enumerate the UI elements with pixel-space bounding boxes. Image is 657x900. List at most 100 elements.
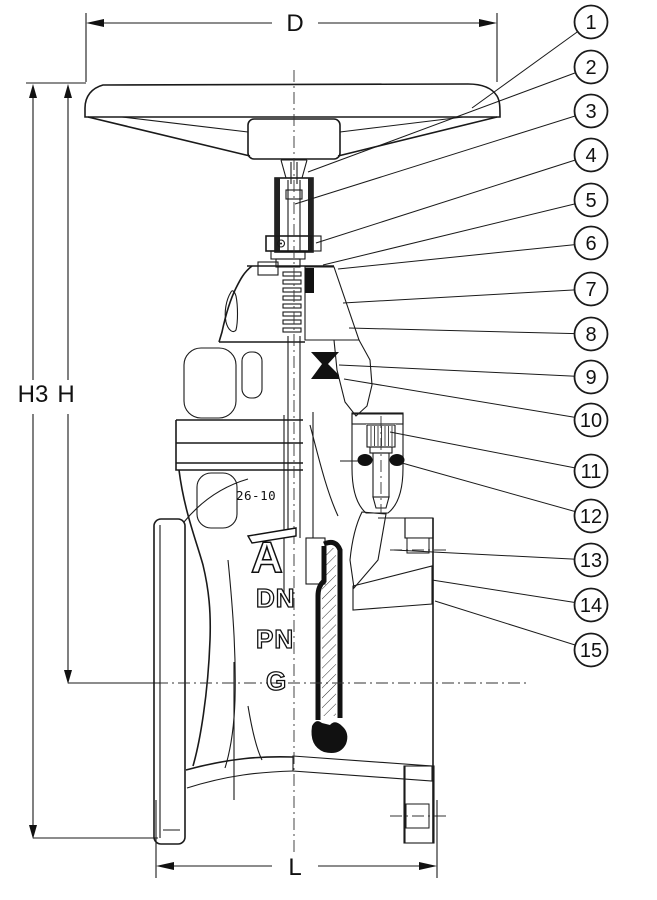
body-flange-band [175,419,303,471]
svg-text:2: 2 [585,57,596,79]
leader-12 [401,462,592,517]
h-arrow-down [64,670,72,684]
callout-6: 6 [573,225,609,261]
callout-4: 4 [573,137,609,173]
h3-label: H3 [18,381,49,408]
logo-bar [246,527,297,544]
h3-arrow-up [29,84,37,98]
h3-arrow-down [29,825,37,839]
leader-10 [343,378,592,421]
l-label: L [288,854,301,881]
callout-2: 2 [573,49,609,85]
serial-marking: 26-10 [236,488,276,503]
svg-text:3: 3 [585,101,596,123]
pn-marking: PN [256,624,294,654]
h-arrow-up [64,84,72,98]
body-bell-curve-2 [247,705,263,761]
bonnet-gasket-right [389,454,405,466]
callout-1: 1 [573,4,609,40]
bolt-head-knurl [370,426,393,446]
bonnet-cavity-rib [309,424,339,517]
cast-boss-1 [183,347,237,419]
dimension-h3-h: H3 H [18,82,160,839]
logo-letter: A [251,533,283,582]
wedge-rubber-left [315,546,327,720]
handwheel-rim [84,83,501,118]
gland-section-left [257,261,279,276]
svg-text:8: 8 [585,324,596,346]
leader-13 [393,549,592,561]
callout-12: 12 [573,498,609,534]
svg-text:12: 12 [580,506,602,528]
svg-text:6: 6 [585,233,596,255]
body-bell-curve [224,559,236,769]
handwheel [84,83,501,160]
svg-text:10: 10 [580,410,602,432]
bolt-tip [372,496,390,509]
body-bottom-edge-2 [186,770,294,789]
leader-4 [315,154,592,244]
bonnet-rib [224,290,239,333]
wedge-rubber-right [323,540,343,718]
leader-11 [389,431,592,472]
g-marking: G [266,666,287,696]
body-markings: 26-10 A DN PN G [236,488,297,697]
d-arrow-right [479,19,497,27]
leader-7 [342,288,592,304]
pipe-bottom-wall-section [292,755,433,782]
spoke-bottom-right [337,116,498,157]
stem-sleeve-wall-right [308,178,313,252]
flange-top-section [404,517,434,539]
callout-11: 11 [573,453,609,489]
leader-1 [471,21,592,109]
body-external-view [175,265,334,800]
collar-pin [276,239,286,248]
stem-thread [282,271,302,333]
cast-boss-2 [241,351,263,399]
body-left-edge [178,469,212,767]
callout-10: 10 [573,402,609,438]
svg-text:1: 1 [585,12,596,34]
h-label: H [57,381,74,408]
svg-text:9: 9 [585,367,596,389]
callout-7: 7 [573,271,609,307]
wedge-body-section [322,548,336,716]
callout-13: 13 [573,542,609,578]
stem-sleeve-wall-left [275,178,280,252]
flange-neck-curve [183,478,249,523]
svg-text:7: 7 [585,279,596,301]
svg-text:14: 14 [580,595,602,617]
leader-8 [348,327,592,335]
bonnet-flange-wall-section [333,339,373,417]
bolt-boss-section [351,413,404,514]
leader-5 [322,199,592,266]
stem-packing-seal [305,268,314,293]
spoke-bottom-left [87,116,251,157]
l-arrow-right [419,862,437,870]
stem-wiper-seal [311,352,339,379]
callout-15: 15 [573,632,609,668]
flange-bolt-hole-top [406,537,430,554]
dimension-d: D [85,10,498,82]
callout-3: 3 [573,93,609,129]
spoke-top-left [121,116,249,133]
leader-3 [294,110,592,205]
callout-14: 14 [573,587,609,623]
wedge-rubber-foot [311,721,348,753]
body-wall-section [349,511,387,590]
boss-top-section [351,412,404,425]
pipe-top-wall-section [352,565,433,611]
bonnet-left-profile [218,265,253,343]
collar-pin-center [280,242,282,245]
left-flange [153,518,186,845]
stem-assembly [265,159,322,538]
gland-ring-2 [275,258,301,268]
leader-14 [431,579,592,606]
callout-5: 5 [573,182,609,218]
bonnet-gasket-left [357,454,373,466]
leader-15 [434,600,592,651]
svg-text:11: 11 [581,461,602,483]
dimension-l: L [155,800,438,881]
